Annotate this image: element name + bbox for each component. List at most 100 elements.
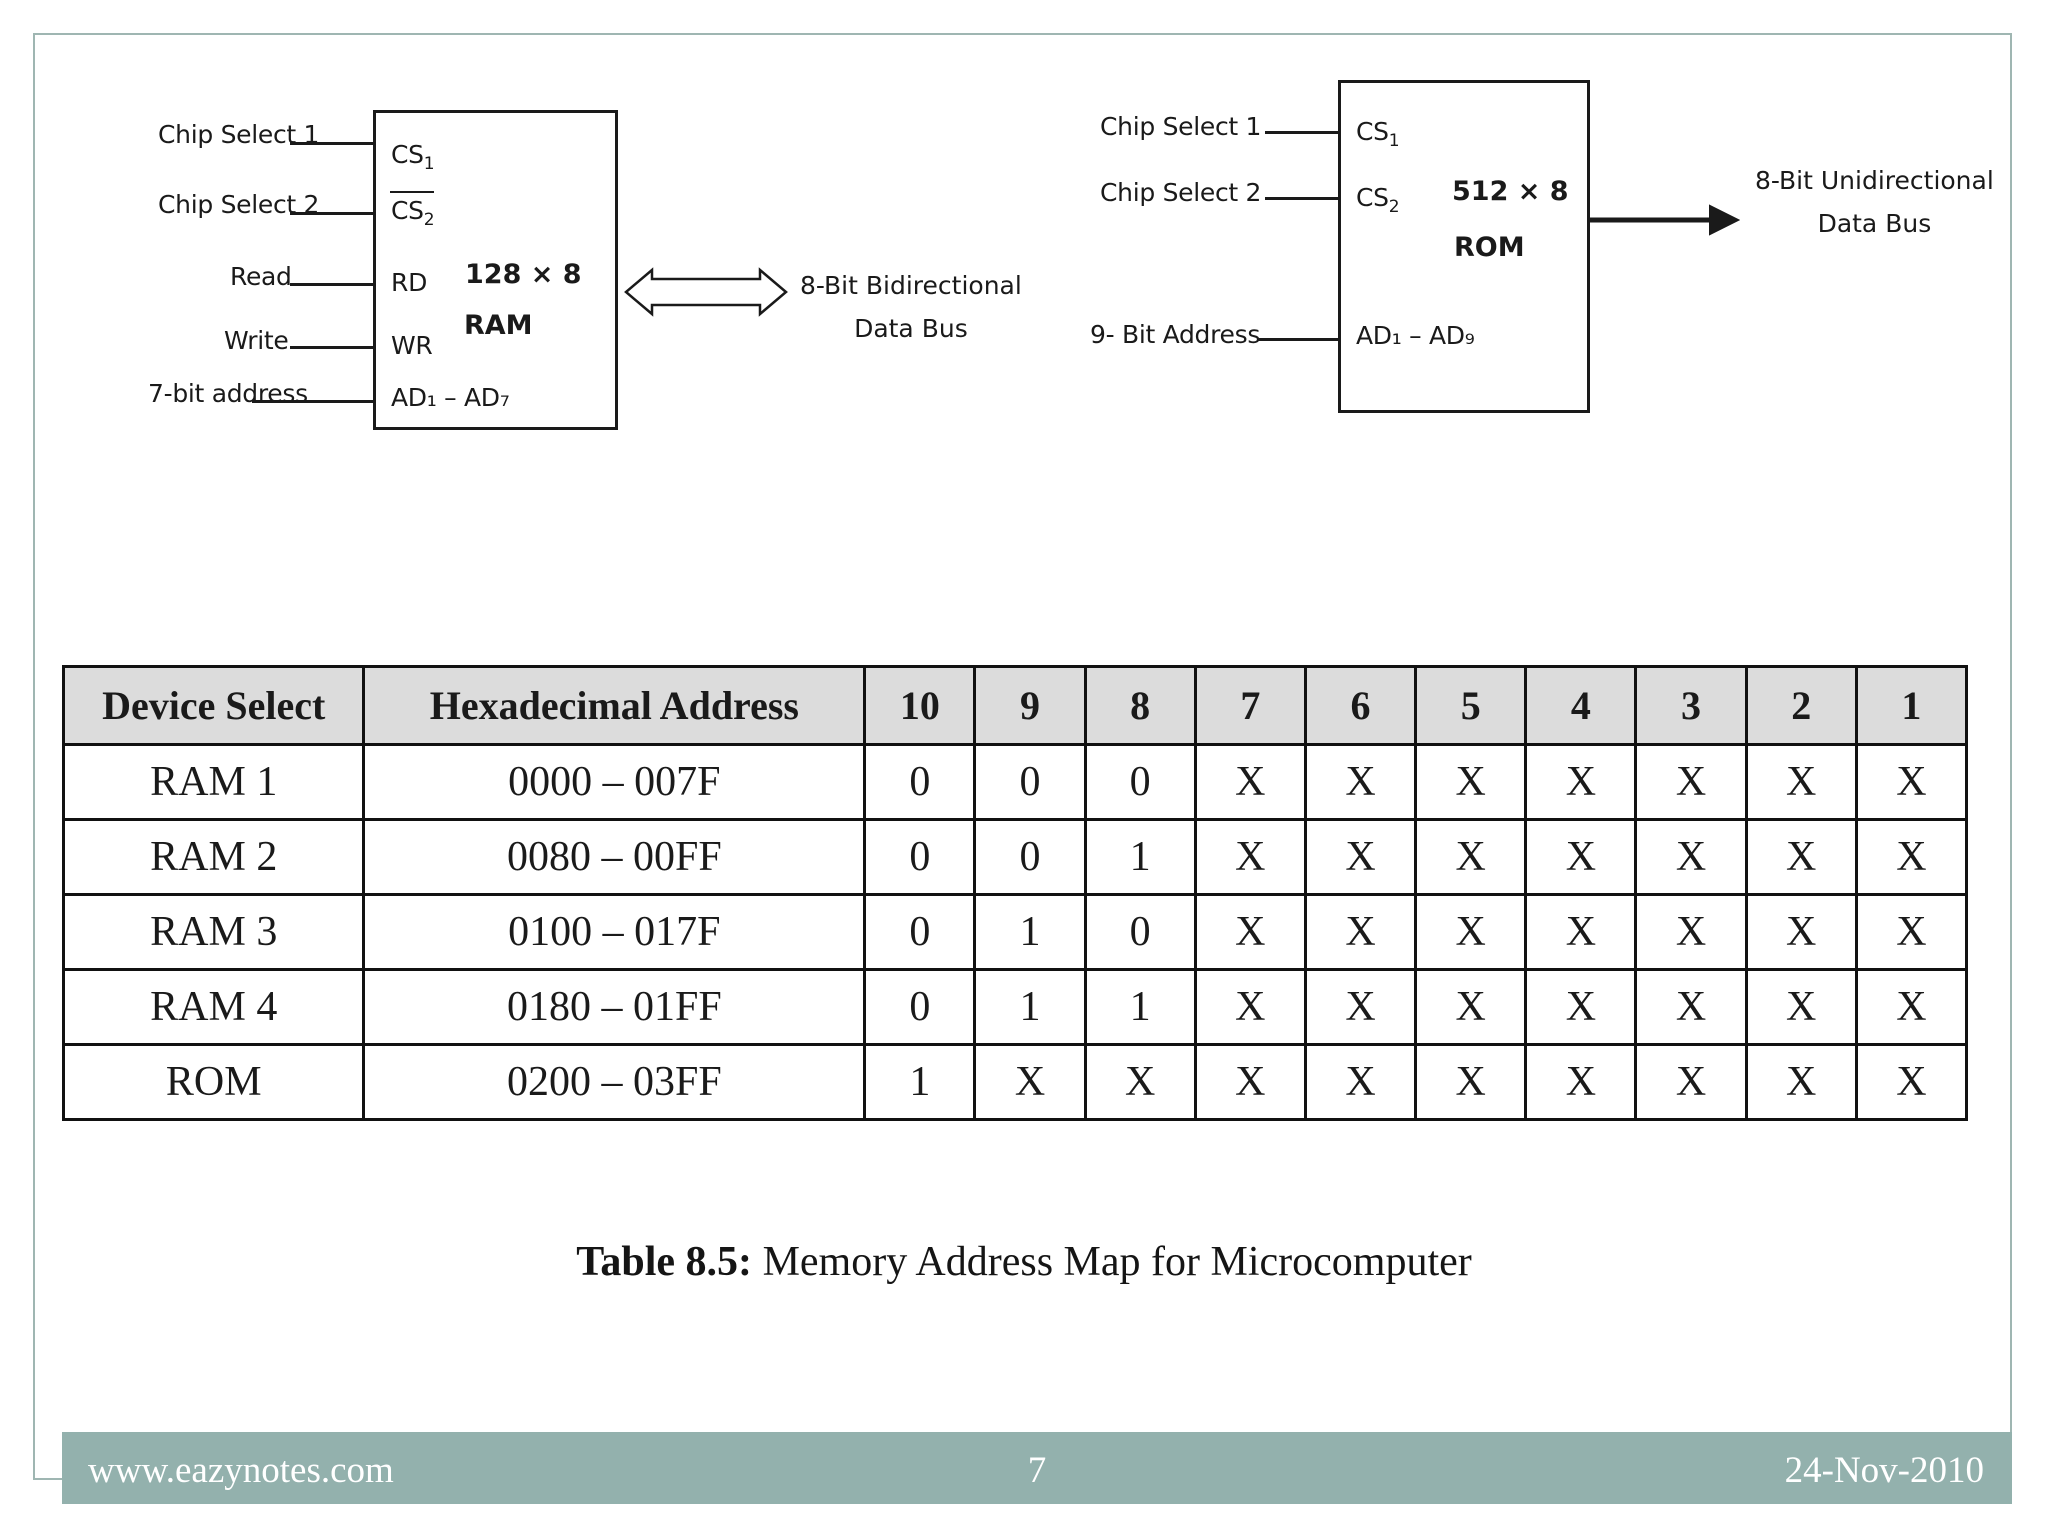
cell-bit: 0 (863, 893, 977, 971)
rom-input-label-chip-select-1: Chip Select 1 (1100, 112, 1262, 141)
cell-hex: 0180 – 01FF (362, 968, 867, 1046)
cell-device: RAM 3 (61, 893, 366, 971)
cell-bit: X (1414, 1043, 1528, 1121)
table-header-bit-1: 1 (1854, 665, 1969, 746)
ram-chip-box (373, 110, 618, 430)
cell-bit: X (1744, 818, 1858, 896)
rom-chip-box (1338, 80, 1590, 413)
cell-bit: X (1303, 1043, 1418, 1121)
cell-bit: X (1524, 893, 1638, 971)
rom-wire-address (1258, 338, 1341, 341)
cell-bit: 0 (863, 968, 977, 1046)
table-header-bit-6: 6 (1303, 665, 1418, 746)
ram-pin-cs1-text: CS (391, 140, 424, 169)
cell-bit: 0 (863, 743, 977, 821)
cell-bit: X (973, 1043, 1087, 1121)
table-header-bit-5: 5 (1414, 665, 1528, 746)
rom-input-label-address: 9- Bit Address (1090, 320, 1261, 349)
rom-pin-cs1-subscript: 1 (1388, 131, 1400, 151)
cell-bit: X (1414, 743, 1528, 821)
table-row: RAM 2 0080 – 00FF 0 0 1 X X X X X X X (61, 818, 1969, 896)
ram-pin-cs2-text: CS (391, 196, 424, 225)
cell-device: ROM (61, 1043, 366, 1121)
cell-device: RAM 4 (61, 968, 366, 1046)
cell-bit: X (1524, 968, 1638, 1046)
ram-bidirectional-bus-arrow (624, 267, 788, 317)
cell-bit: X (1634, 743, 1748, 821)
table-header-row: Device Select Hexadecimal Address 10 9 8… (61, 665, 1969, 746)
cell-bit: 1 (1083, 818, 1197, 896)
cell-bit: X (1303, 743, 1418, 821)
ram-bus-label-line2: Data Bus (854, 313, 968, 343)
rom-wire-chip-select-1 (1265, 131, 1341, 134)
ram-pin-cs1: CS1 (391, 140, 435, 174)
footer-bar: www.eazynotes.com 7 24-Nov-2010 (62, 1432, 2012, 1504)
cell-bit: X (1524, 818, 1638, 896)
cell-bit: 1 (863, 1043, 977, 1121)
rom-pin-cs2-subscript: 2 (1388, 197, 1400, 217)
cell-bit: X (1524, 1043, 1638, 1121)
cell-bit: X (1634, 968, 1748, 1046)
rom-pin-cs2: CS2 (1356, 183, 1400, 217)
table-header-hexadecimal-address: Hexadecimal Address (362, 665, 867, 746)
cell-bit: 1 (973, 968, 1087, 1046)
ram-input-label-address: 7-bit address (148, 379, 308, 408)
rom-bus-label-line2: Data Bus (1817, 208, 1932, 238)
cell-bit: X (1414, 968, 1528, 1046)
cell-bit: X (1854, 1043, 1969, 1121)
cell-bit: X (1634, 818, 1748, 896)
table-caption-label: Table 8.5: (576, 1239, 753, 1285)
rom-bus-label-line1: 8-Bit Unidirectional (1755, 166, 1994, 195)
cell-bit: X (1854, 968, 1969, 1046)
cell-bit: X (1854, 818, 1969, 896)
footer-date: 24-Nov-2010 (1784, 1450, 1984, 1491)
cell-bit: X (1083, 1043, 1197, 1121)
ram-size-label: 128 × 8 (465, 259, 582, 290)
cell-bit: 0 (863, 818, 977, 896)
ram-wire-address (252, 400, 374, 403)
rom-input-label-chip-select-2: Chip Select 2 (1100, 178, 1262, 207)
cell-bit: X (1744, 968, 1858, 1046)
cell-bit: X (1193, 743, 1307, 821)
cell-bit: 1 (1083, 968, 1197, 1046)
cell-hex: 0000 – 007F (362, 743, 867, 821)
cell-bit: 0 (973, 743, 1087, 821)
cell-bit: 0 (1083, 893, 1197, 971)
cell-bit: 0 (973, 818, 1087, 896)
table-header-bit-8: 8 (1083, 665, 1197, 746)
cell-device: RAM 2 (61, 818, 366, 896)
table-row: RAM 4 0180 – 01FF 0 1 1 X X X X X X X (61, 968, 1969, 1046)
footer-website[interactable]: www.eazynotes.com (88, 1450, 394, 1491)
ram-kind-label: RAM (464, 310, 533, 341)
ram-input-label-read: Read (230, 262, 292, 291)
ram-pin-address-range: AD₁ – AD₇ (391, 383, 510, 412)
rom-pin-cs1-text: CS (1356, 117, 1389, 146)
cell-bit: X (1414, 893, 1528, 971)
cell-device: RAM 1 (61, 743, 366, 821)
ram-pin-wr: WR (391, 331, 433, 360)
cell-hex: 0080 – 00FF (362, 818, 867, 896)
cell-bit: X (1744, 893, 1858, 971)
cell-bit: X (1193, 1043, 1307, 1121)
cell-bit: 0 (1083, 743, 1197, 821)
ram-bus-label: 8-Bit Bidirectional Data Bus (800, 265, 1022, 350)
ram-wire-chip-select-1 (290, 142, 374, 145)
cell-bit: X (1303, 818, 1418, 896)
cell-bit: X (1634, 893, 1748, 971)
cell-bit: X (1854, 893, 1969, 971)
cell-hex: 0200 – 03FF (362, 1043, 867, 1121)
table-header-bit-7: 7 (1193, 665, 1307, 746)
table-header-device-select: Device Select (61, 665, 366, 746)
ram-pin-cs1-subscript: 1 (423, 154, 435, 174)
rom-size-label: 512 × 8 (1452, 176, 1569, 207)
table-header-bit-3: 3 (1634, 665, 1748, 746)
cell-bit: X (1303, 968, 1418, 1046)
table-header-bit-10: 10 (863, 665, 977, 746)
footer-page-number: 7 (1027, 1450, 1047, 1491)
ram-bus-label-line1: 8-Bit Bidirectional (800, 271, 1022, 300)
table-row: RAM 3 0100 – 017F 0 1 0 X X X X X X X (61, 893, 1969, 971)
cell-bit: X (1193, 893, 1307, 971)
ram-pin-cs2-overbar (390, 191, 434, 193)
table-row: ROM 0200 – 03FF 1 X X X X X X X X X (61, 1043, 1969, 1121)
